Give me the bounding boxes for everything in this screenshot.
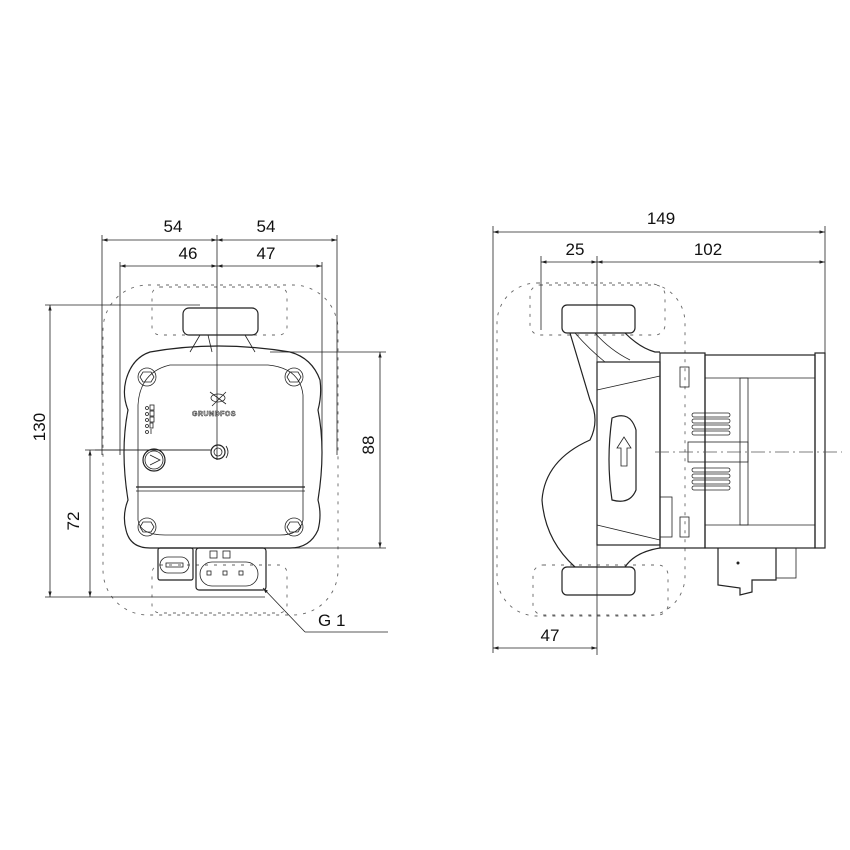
dimension-47-front: 47 bbox=[217, 244, 322, 268]
dim-label-149: 149 bbox=[647, 209, 675, 228]
dim-label-54-left: 54 bbox=[164, 217, 183, 236]
dimension-54-left: 54 bbox=[102, 217, 217, 242]
dimension-102: 102 bbox=[597, 240, 825, 264]
mode-indicator-leds bbox=[145, 404, 155, 434]
side-envelope-outline bbox=[496, 282, 686, 617]
dim-label-47-side: 47 bbox=[541, 626, 560, 645]
dimension-54-right: 54 bbox=[217, 217, 337, 242]
bolt-bottom-right bbox=[284, 517, 304, 537]
power-connector bbox=[195, 547, 267, 591]
dim-label-130: 130 bbox=[30, 413, 49, 441]
signal-connector bbox=[157, 547, 194, 581]
dimension-25: 25 bbox=[541, 240, 597, 264]
dimension-72: 72 bbox=[64, 450, 92, 597]
dim-label-72: 72 bbox=[64, 512, 83, 531]
thread-callout-g1: G 1 bbox=[262, 587, 388, 633]
side-bottom-pipe-envelope bbox=[532, 564, 669, 616]
dim-label-25: 25 bbox=[566, 240, 585, 259]
svg-text:GRUNDFOS: GRUNDFOS bbox=[192, 411, 236, 418]
bolt-top-left bbox=[137, 367, 157, 387]
dim-label-102: 102 bbox=[694, 240, 722, 259]
side-top-pipe-envelope bbox=[529, 284, 666, 336]
control-panel bbox=[137, 364, 304, 536]
thread-label-g1: G 1 bbox=[318, 611, 345, 630]
mode-button[interactable] bbox=[142, 448, 166, 472]
pump-housing-side bbox=[596, 361, 661, 546]
dim-label-46: 46 bbox=[179, 244, 198, 263]
motor-stator-housing bbox=[704, 354, 816, 549]
dimension-88: 88 bbox=[359, 352, 382, 548]
dim-label-54-right: 54 bbox=[257, 217, 276, 236]
vent-screw bbox=[210, 444, 229, 460]
motor-flange bbox=[659, 352, 706, 549]
front-envelope-outline bbox=[102, 284, 339, 616]
cooling-fins bbox=[687, 412, 749, 491]
side-view: 149 25 102 47 bbox=[492, 209, 842, 655]
bolt-top-right bbox=[284, 367, 304, 387]
dimension-130: 130 bbox=[30, 305, 52, 597]
flow-direction-arrow bbox=[608, 415, 637, 502]
dimension-47-side: 47 bbox=[493, 626, 597, 650]
top-pipe-connection bbox=[182, 307, 259, 336]
dim-label-47-front: 47 bbox=[257, 244, 276, 263]
dimension-46: 46 bbox=[120, 244, 217, 268]
front-view: 54 54 46 47 130 72 88 bbox=[30, 217, 388, 633]
front-top-pipe-envelope bbox=[151, 286, 288, 336]
pump-housing bbox=[123, 345, 323, 549]
side-top-pipe bbox=[561, 304, 636, 334]
side-connectors bbox=[717, 547, 797, 596]
side-bottom-pipe bbox=[561, 566, 636, 596]
pump-volute bbox=[541, 332, 661, 568]
motor-end-cover bbox=[814, 352, 826, 549]
grundfos-logo: GRUNDFOS bbox=[192, 391, 236, 418]
bolt-bottom-left bbox=[137, 517, 157, 537]
front-bottom-pipe-envelope bbox=[151, 564, 288, 614]
dim-label-88: 88 bbox=[359, 436, 378, 455]
dimension-149: 149 bbox=[493, 209, 825, 234]
